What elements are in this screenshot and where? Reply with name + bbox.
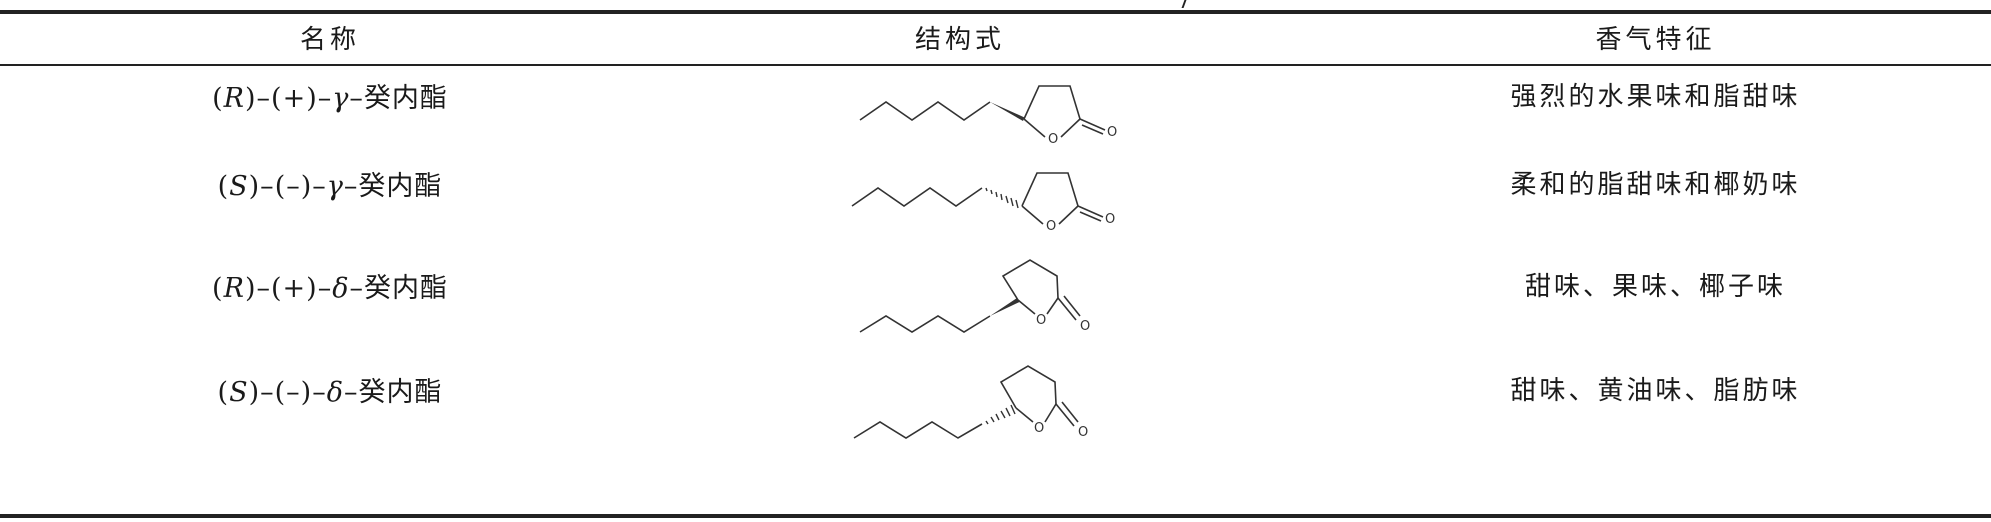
- configuration-label: S: [229, 171, 249, 202]
- greek-label: δ: [332, 273, 350, 304]
- svg-text:O: O: [1048, 132, 1058, 146]
- svg-text:O: O: [1036, 313, 1046, 328]
- svg-text:O: O: [1080, 319, 1090, 334]
- compound-name: (R)–(+)–δ–癸内酯: [212, 273, 448, 304]
- structure-formula: O O: [840, 46, 1160, 146]
- configuration-label: R: [223, 273, 245, 304]
- compound-suffix: –癸内酯: [343, 377, 443, 408]
- rotation-label: (+): [270, 273, 318, 304]
- odor-description: 柔和的脂甜味和椰奶味: [1510, 170, 1801, 200]
- header-odor: 香气特征: [1595, 25, 1716, 55]
- gamma-lactone-r-structure: O O: [859, 85, 1117, 146]
- rotation-label: (+): [271, 83, 318, 114]
- compound-suffix: –癸内酯: [349, 83, 448, 114]
- svg-text:O: O: [1105, 212, 1115, 227]
- table-header-rule: [0, 64, 1991, 66]
- svg-text:O: O: [1034, 421, 1044, 436]
- svg-text:O: O: [1078, 425, 1088, 440]
- greek-label: δ: [326, 377, 344, 408]
- header-structure: 结构式: [914, 25, 1005, 55]
- compound-name: (R)–(+)–γ–癸内酯: [212, 83, 448, 114]
- svg-text:O: O: [1107, 125, 1117, 140]
- header-name: 名称: [299, 25, 360, 55]
- odor-description: 甜味、黄油味、脂肪味: [1510, 376, 1801, 406]
- compound-name: (S)–(–)–γ–癸内酯: [217, 171, 443, 202]
- rotation-label: (–): [274, 377, 313, 408]
- delta-lactone-r-structure: O O: [859, 259, 1090, 334]
- compound-name: (S)–(–)–δ–癸内酯: [217, 377, 443, 408]
- compound-suffix: –癸内酯: [349, 273, 448, 304]
- delta-lactone-s-structure: O O: [853, 365, 1088, 440]
- compound-suffix: –癸内酯: [343, 171, 443, 202]
- rotation-label: (–): [274, 171, 313, 202]
- odor-description: 甜味、果味、椰子味: [1524, 272, 1786, 302]
- greek-label: γ: [332, 83, 350, 114]
- configuration-label: R: [223, 83, 245, 114]
- greek-label: γ: [326, 171, 344, 202]
- structure-formula: O O: [840, 336, 1160, 456]
- table-top-rule: [0, 10, 1991, 14]
- structure-formula: O O: [840, 134, 1160, 234]
- table-bottom-rule: [0, 514, 1991, 518]
- structure-formula: O O: [840, 232, 1160, 352]
- svg-text:O: O: [1046, 219, 1056, 234]
- odor-description: 强烈的水果味和脂甜味: [1510, 82, 1801, 112]
- top-rule-tick: [1181, 0, 1191, 8]
- gamma-lactone-s-structure: O O: [851, 172, 1115, 234]
- configuration-label: S: [229, 377, 249, 408]
